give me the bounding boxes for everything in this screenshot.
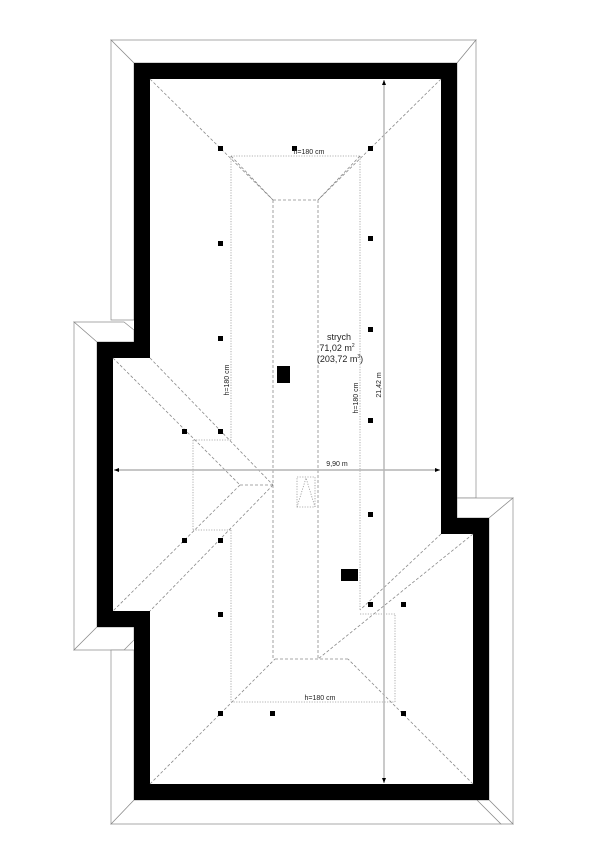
chimney bbox=[341, 569, 358, 581]
height-label-right: h=180 cm bbox=[353, 382, 360, 413]
height-label-bottom: h=180 cm bbox=[305, 695, 336, 702]
roof-hip-lines bbox=[112, 78, 474, 785]
chimney bbox=[277, 366, 290, 383]
knee-wall-lines bbox=[192, 155, 396, 703]
exterior-walls bbox=[97, 63, 489, 800]
room-area: 71,02 m2 bbox=[319, 343, 355, 353]
dimension-width-label: 9,90 m bbox=[326, 461, 348, 468]
dimension-length bbox=[382, 80, 386, 783]
dimension-width bbox=[114, 468, 440, 472]
roof-posts bbox=[182, 146, 406, 716]
roof-window bbox=[296, 476, 316, 508]
room-volume: (203,72 m3) bbox=[317, 354, 363, 364]
dimension-length-label: 21,42 m bbox=[376, 372, 383, 397]
height-label-left: h=180 cm bbox=[224, 364, 231, 395]
height-label-top: h=180 cm bbox=[294, 149, 325, 156]
room-name: strych bbox=[327, 332, 351, 342]
